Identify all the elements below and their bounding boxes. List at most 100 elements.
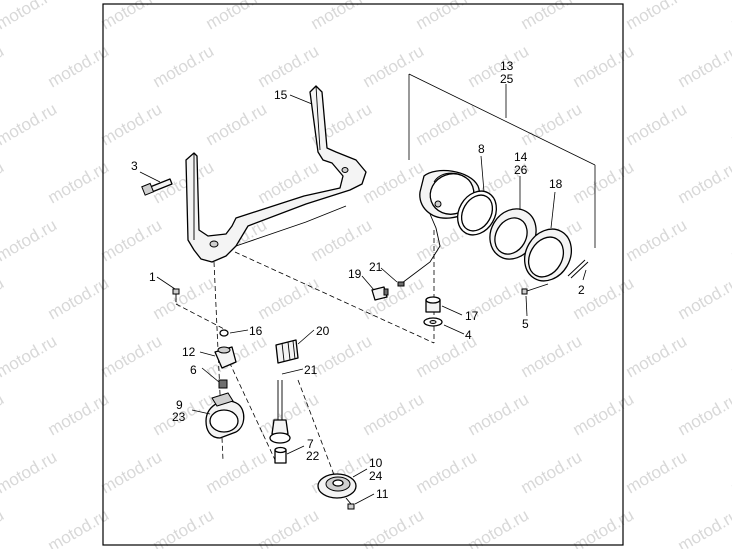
watermark-text: motod.ru: [0, 41, 7, 91]
watermark-text: motod.ru: [413, 447, 481, 497]
watermark-text: motod.ru: [203, 0, 271, 33]
watermark-text: motod.ru: [0, 331, 60, 381]
callout-12: 12: [182, 345, 196, 359]
watermark-text: motod.ru: [675, 273, 732, 323]
leader-lines: [139, 94, 587, 505]
watermark-text: motod.ru: [518, 99, 586, 149]
watermark-text: motod.ru: [623, 331, 691, 381]
watermark-text: motod.ru: [728, 331, 732, 381]
watermark-text: motod.ru: [623, 99, 691, 149]
watermark-text: motod.ru: [0, 0, 60, 33]
callout-13: 13: [500, 59, 514, 73]
callout-1: 1: [149, 270, 156, 284]
callout-23: 23: [172, 410, 186, 424]
watermark-text: motod.ru: [45, 157, 113, 207]
callout-14: 14: [514, 150, 528, 164]
watermark-text: motod.ru: [675, 505, 732, 549]
callout-10: 10: [369, 456, 383, 470]
watermark-text: motod.ru: [570, 157, 638, 207]
bracket-hole: [341, 167, 349, 173]
watermark-text: motod.ru: [518, 447, 586, 497]
watermark-text: motod.ru: [203, 99, 271, 149]
watermark-text: motod.ru: [0, 215, 60, 265]
watermark-text: motod.ru: [98, 0, 166, 33]
watermark-text: motod.ru: [413, 99, 481, 149]
watermark-text: motod.ru: [255, 505, 323, 549]
watermark-text: motod.ru: [255, 273, 323, 323]
part-18-trim-ring: [523, 228, 573, 282]
watermark-text: motod.ru: [360, 273, 428, 323]
watermark-text: motod.ru: [465, 41, 533, 91]
callout-20: 20: [316, 324, 330, 338]
part-11-screw: [345, 497, 355, 510]
part-21-terminal: [397, 281, 405, 287]
watermark-text: motod.ru: [255, 41, 323, 91]
part-12-clamp: [214, 346, 237, 369]
watermark-text: motod.ru: [308, 215, 376, 265]
callout-4: 4: [465, 328, 472, 342]
part-5-screw: [521, 283, 549, 295]
watermark-text: motod.ru: [45, 41, 113, 91]
watermark-text: motod.ru: [150, 41, 218, 91]
watermark-text: motod.ru: [0, 157, 7, 207]
callout-6: 6: [190, 363, 197, 377]
watermark-text: motod.ru: [360, 505, 428, 549]
watermark-text: motod.ru: [728, 99, 732, 149]
watermark-text: motod.ru: [0, 505, 7, 549]
part-4-washer: [423, 317, 443, 327]
part-16-washer: [219, 329, 229, 337]
watermark-text: motod.ru: [308, 331, 376, 381]
part-9-clamp-ring: [205, 392, 245, 439]
watermark-text: motod.ru: [570, 389, 638, 439]
part-8-gasket: [456, 190, 498, 236]
watermark-text: motod.ru: [98, 447, 166, 497]
watermark-text: motod.ru: [203, 331, 271, 381]
watermark-text: motod.ru: [675, 41, 732, 91]
watermark-text: motod.ru: [0, 99, 60, 149]
watermark-text: motod.ru: [98, 331, 166, 381]
callout-5: 5: [522, 317, 529, 331]
part-3-bolt: [141, 178, 173, 196]
watermark-text: motod.ru: [45, 505, 113, 549]
watermark-text: motod.ru: [518, 0, 586, 33]
part-20-connector: [275, 339, 299, 364]
watermark-text: motod.ru: [570, 41, 638, 91]
watermark-text: motod.ru: [728, 0, 732, 33]
bracket-hole: [209, 240, 219, 248]
watermark-text: motod.ru: [0, 447, 60, 497]
watermark-text: motod.ru: [203, 447, 271, 497]
watermark-text: motod.ru: [623, 0, 691, 33]
callout-26: 26: [514, 163, 528, 177]
callout-22: 22: [306, 449, 320, 463]
watermark-text: motod.ru: [413, 0, 481, 33]
diagram-frame: [102, 3, 624, 546]
callout-17: 17: [465, 309, 479, 323]
watermark-text: motod.ru: [45, 389, 113, 439]
watermark-text: motod.ru: [98, 215, 166, 265]
group-bracket: [408, 73, 596, 248]
watermark-text: motod.ru: [150, 273, 218, 323]
callout-25: 25: [500, 72, 514, 86]
watermark-text: motod.ru: [465, 505, 533, 549]
watermark-text: motod.ru: [360, 157, 428, 207]
watermark-text: motod.ru: [728, 215, 732, 265]
watermark-text: motod.ru: [570, 505, 638, 549]
callout-11: 11: [376, 487, 389, 501]
callout-labels: 15 13 25 3 8 14 26 18 1 2 21 19 5 17 4 1…: [131, 59, 585, 501]
watermark-text: motod.ru: [465, 389, 533, 439]
part-14-sealed-beam: [489, 208, 537, 260]
part-2-screw: [567, 259, 589, 279]
watermark-text: motod.ru: [623, 215, 691, 265]
callout-19: 19: [348, 267, 362, 281]
watermark-text: motod.ru: [45, 273, 113, 323]
callout-3: 3: [131, 159, 138, 173]
callout-7: 7: [307, 437, 314, 451]
part-1-screw: [172, 288, 180, 302]
part-10-cap: [317, 473, 357, 499]
part-17-spacer: [425, 296, 441, 313]
callout-15: 15: [274, 88, 288, 102]
watermark-text: motod.ru: [98, 99, 166, 149]
callout-2: 2: [578, 283, 585, 297]
